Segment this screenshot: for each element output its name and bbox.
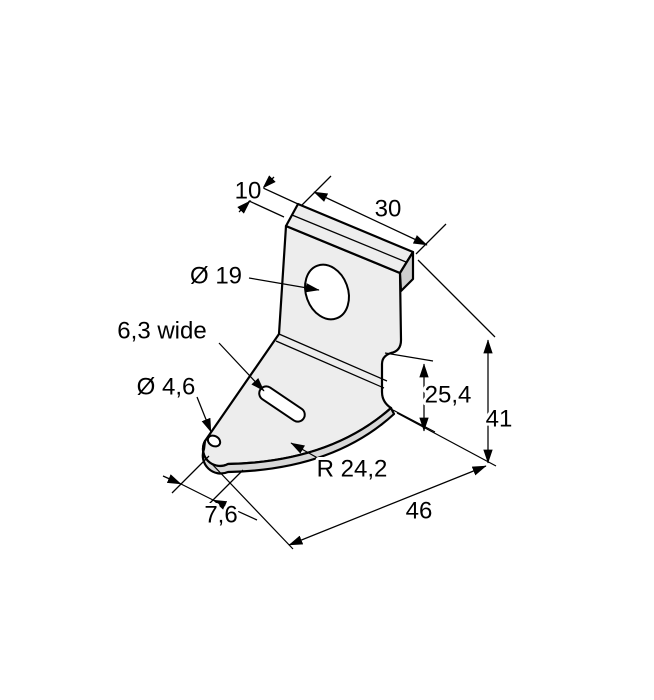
slot-width-callout: 6,3 wide (114, 315, 265, 392)
hole-diameter-label: Ø 19 (190, 263, 242, 290)
dim-25-4-label: 25,4 (425, 382, 472, 409)
mounting-hole (304, 263, 350, 321)
dimension-25-4: 25,4 (384, 352, 474, 433)
slot-width-label: 6,3 wide (117, 318, 206, 345)
bracket-part (201, 202, 415, 475)
dimension-10: 10 (232, 175, 299, 218)
hole-diameter-callout: Ø 19 (187, 260, 320, 293)
dimension-7-6: 7,6 (162, 455, 258, 532)
base-bend-line-2 (275, 340, 385, 389)
top-flange-return (398, 250, 415, 293)
dim-41-label: 41 (486, 406, 513, 433)
dim-10-label: 10 (235, 178, 262, 205)
base-thickness-edge (201, 406, 396, 475)
pilot-hole-callout: Ø 4,6 (134, 371, 212, 433)
dimension-30: 30 (300, 175, 447, 255)
dimensions: 10 30 Ø 19 6,3 wide Ø 4,6 (114, 175, 515, 550)
dim-46-label: 46 (406, 498, 433, 525)
radius-label: R 24,2 (317, 456, 388, 483)
dimension-46: 46 (210, 462, 487, 550)
dim-7-6-label: 7,6 (204, 502, 237, 529)
base-bend-line-1 (278, 333, 388, 382)
pilot-hole-label: Ø 4,6 (137, 374, 196, 401)
dim-30-label: 30 (375, 196, 402, 223)
pilot-hole (206, 434, 222, 448)
dimension-41: 41 (396, 259, 515, 467)
